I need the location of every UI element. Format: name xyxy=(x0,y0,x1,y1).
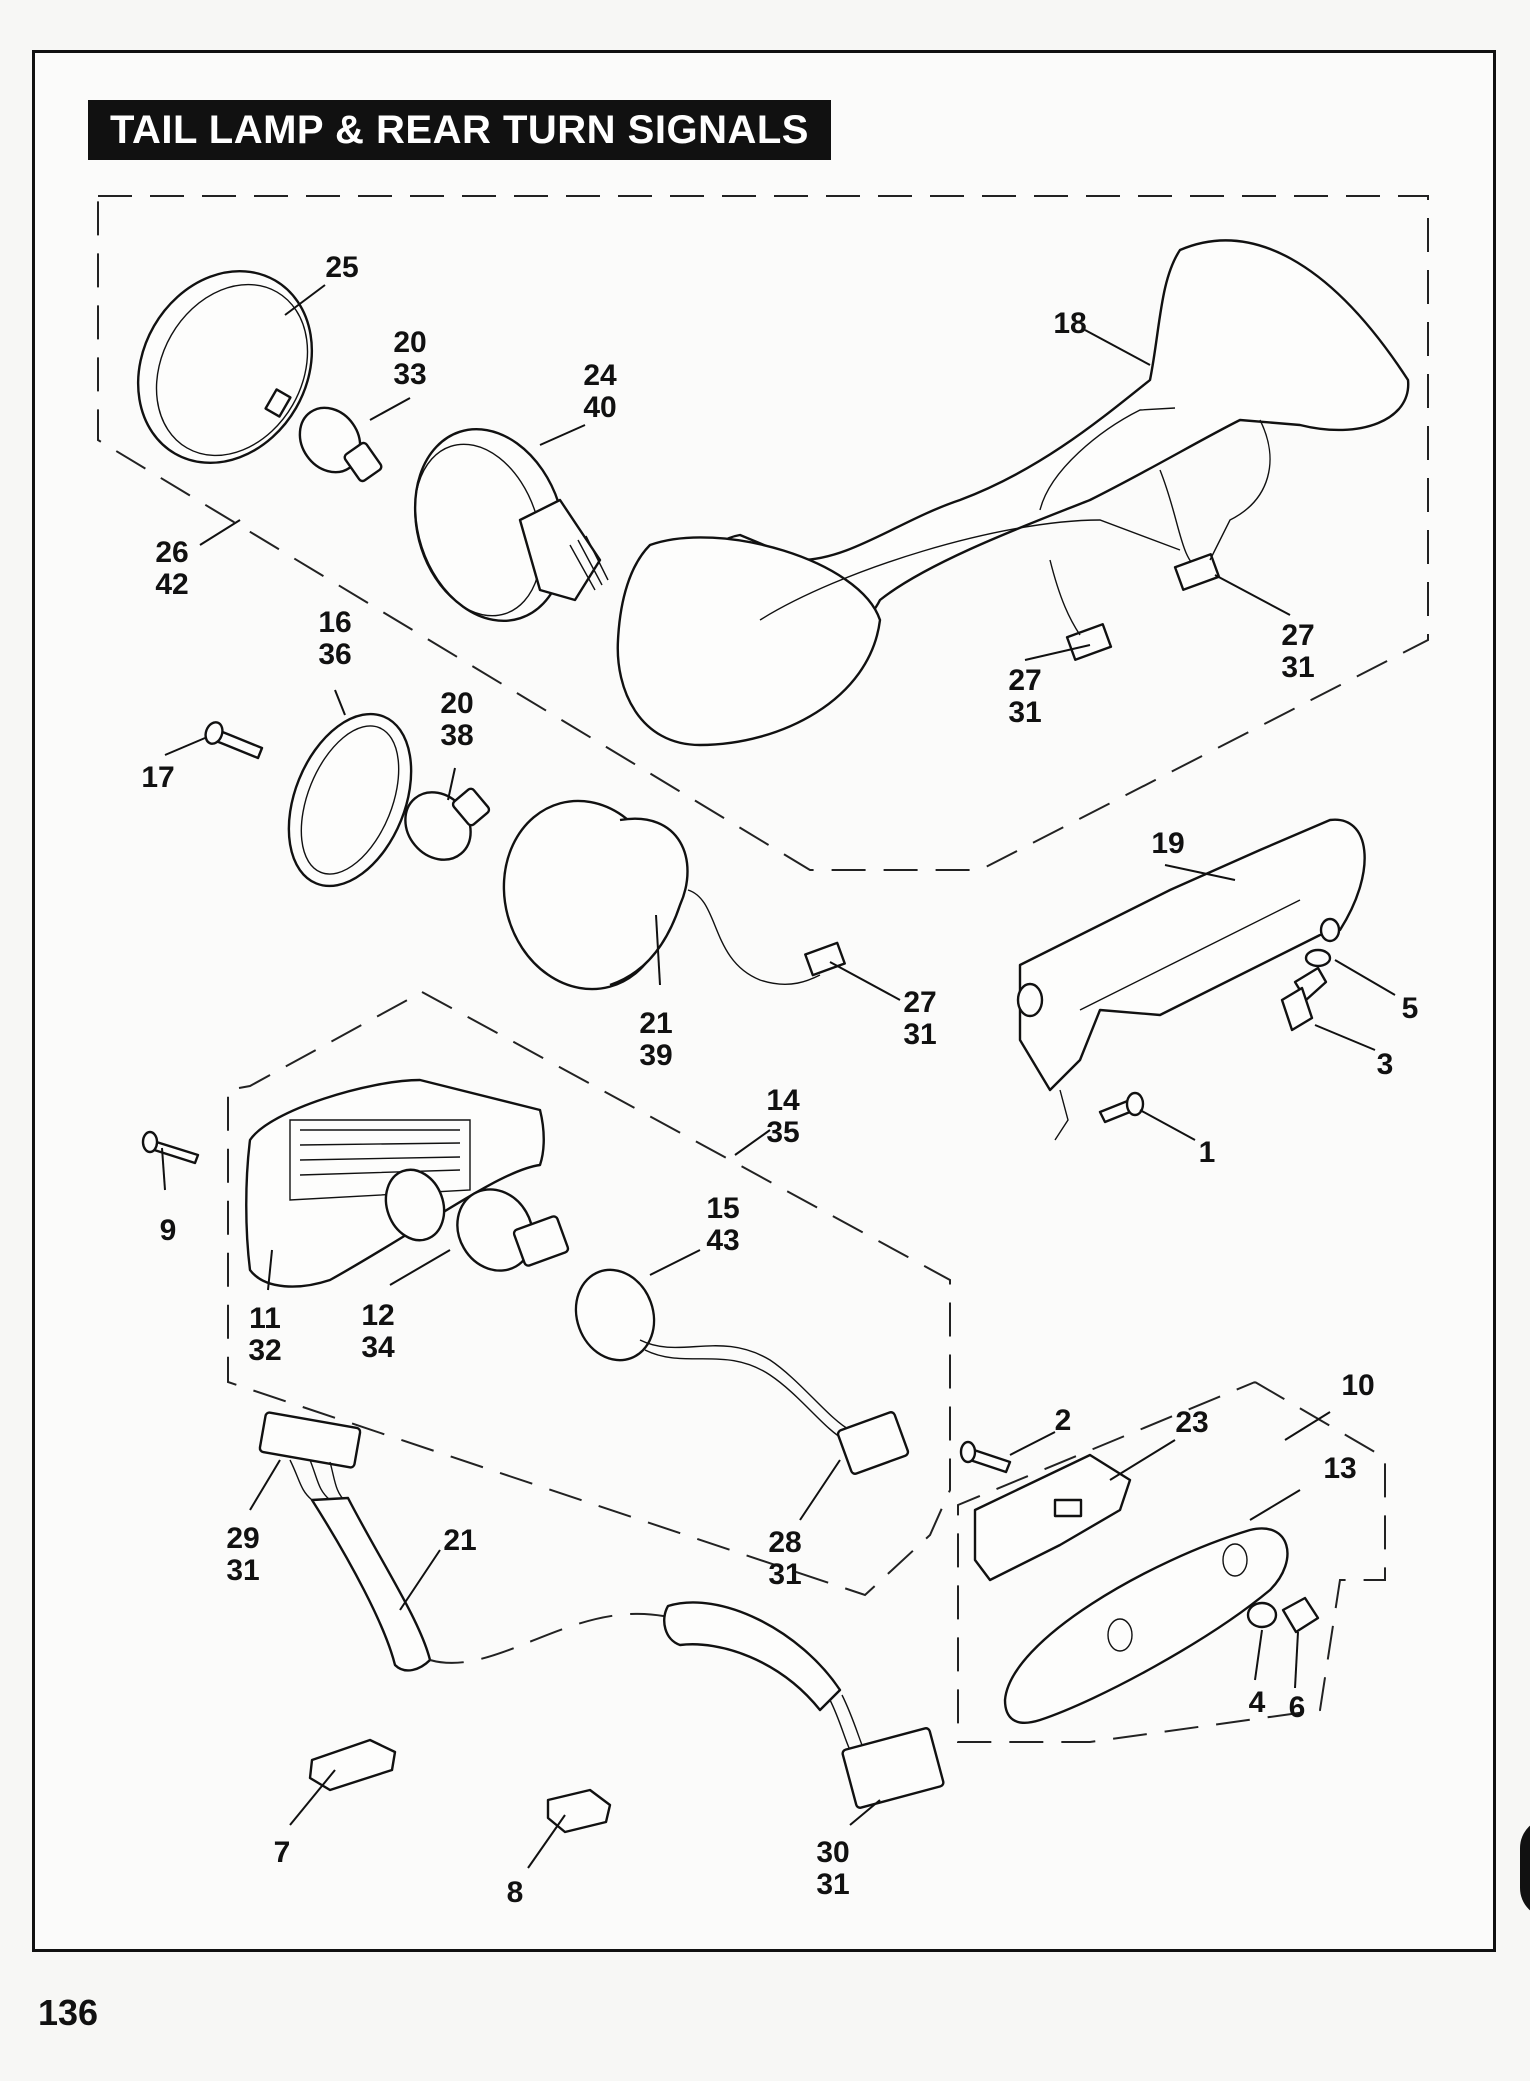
callout-10: 10 xyxy=(1341,1369,1374,1402)
wire-clip-8 xyxy=(546,1788,612,1834)
callout-17: 17 xyxy=(141,761,174,794)
lens-gasket-ring xyxy=(287,712,413,888)
turn-signal-group-outline xyxy=(97,195,1429,871)
callout-18: 18 xyxy=(1053,307,1086,340)
wire-clip-7 xyxy=(308,1738,397,1792)
leader-lines xyxy=(161,284,1396,1869)
mounting-bracket xyxy=(1016,818,1366,1141)
diagram-title: TAIL LAMP & REAR TURN SIGNALS xyxy=(88,100,831,160)
lens-screw xyxy=(204,721,264,760)
bracket-bolt xyxy=(1280,966,1328,1032)
callout-4: 4 xyxy=(1249,1686,1266,1719)
turn-signal-bulb-lower xyxy=(404,787,491,861)
callout-13: 13 xyxy=(1323,1452,1356,1485)
turn-signal-lens xyxy=(136,269,314,465)
turn-signal-lamp-lower xyxy=(502,799,846,991)
tail-lamp-housing xyxy=(245,1078,545,1288)
license-plate-lamp-assembly xyxy=(959,1440,1320,1724)
callout-8: 8 xyxy=(507,1876,524,1909)
page-number: 136 xyxy=(38,1992,99,2033)
wiring-harness xyxy=(258,1411,945,1809)
callout-2: 2 xyxy=(1055,1404,1072,1437)
callout-3: 3 xyxy=(1377,1048,1394,1081)
tail-lamp-socket xyxy=(574,1268,851,1441)
page-edge-tab xyxy=(1520,1818,1530,1918)
license-bracket-group-outline xyxy=(957,1381,1386,1743)
turn-signal-lamp-housing xyxy=(413,427,609,623)
callout-21: 21 xyxy=(443,1524,476,1557)
tail-lamp-group-outline xyxy=(227,990,951,1597)
callout-1: 1 xyxy=(1199,1136,1216,1169)
callout-6: 6 xyxy=(1289,1691,1306,1724)
lock-washer xyxy=(1304,948,1332,968)
callout-25-line1: 25 xyxy=(325,251,358,284)
tail-lamp-screw xyxy=(141,1130,200,1165)
tail-lamp-bulb xyxy=(456,1188,570,1272)
callout-19: 19 xyxy=(1151,827,1184,860)
callout-9: 9 xyxy=(160,1214,177,1247)
tail-lamp-connector xyxy=(836,1411,910,1475)
callout-25: 25 xyxy=(325,251,358,284)
callout-5: 5 xyxy=(1402,992,1419,1025)
callout-7: 7 xyxy=(274,1836,291,1869)
callout-23: 23 xyxy=(1175,1406,1208,1439)
turn-signal-bar-assembly xyxy=(616,239,1410,747)
turn-signal-bulb-upper xyxy=(298,406,383,483)
bracket-screw xyxy=(1098,1091,1145,1124)
